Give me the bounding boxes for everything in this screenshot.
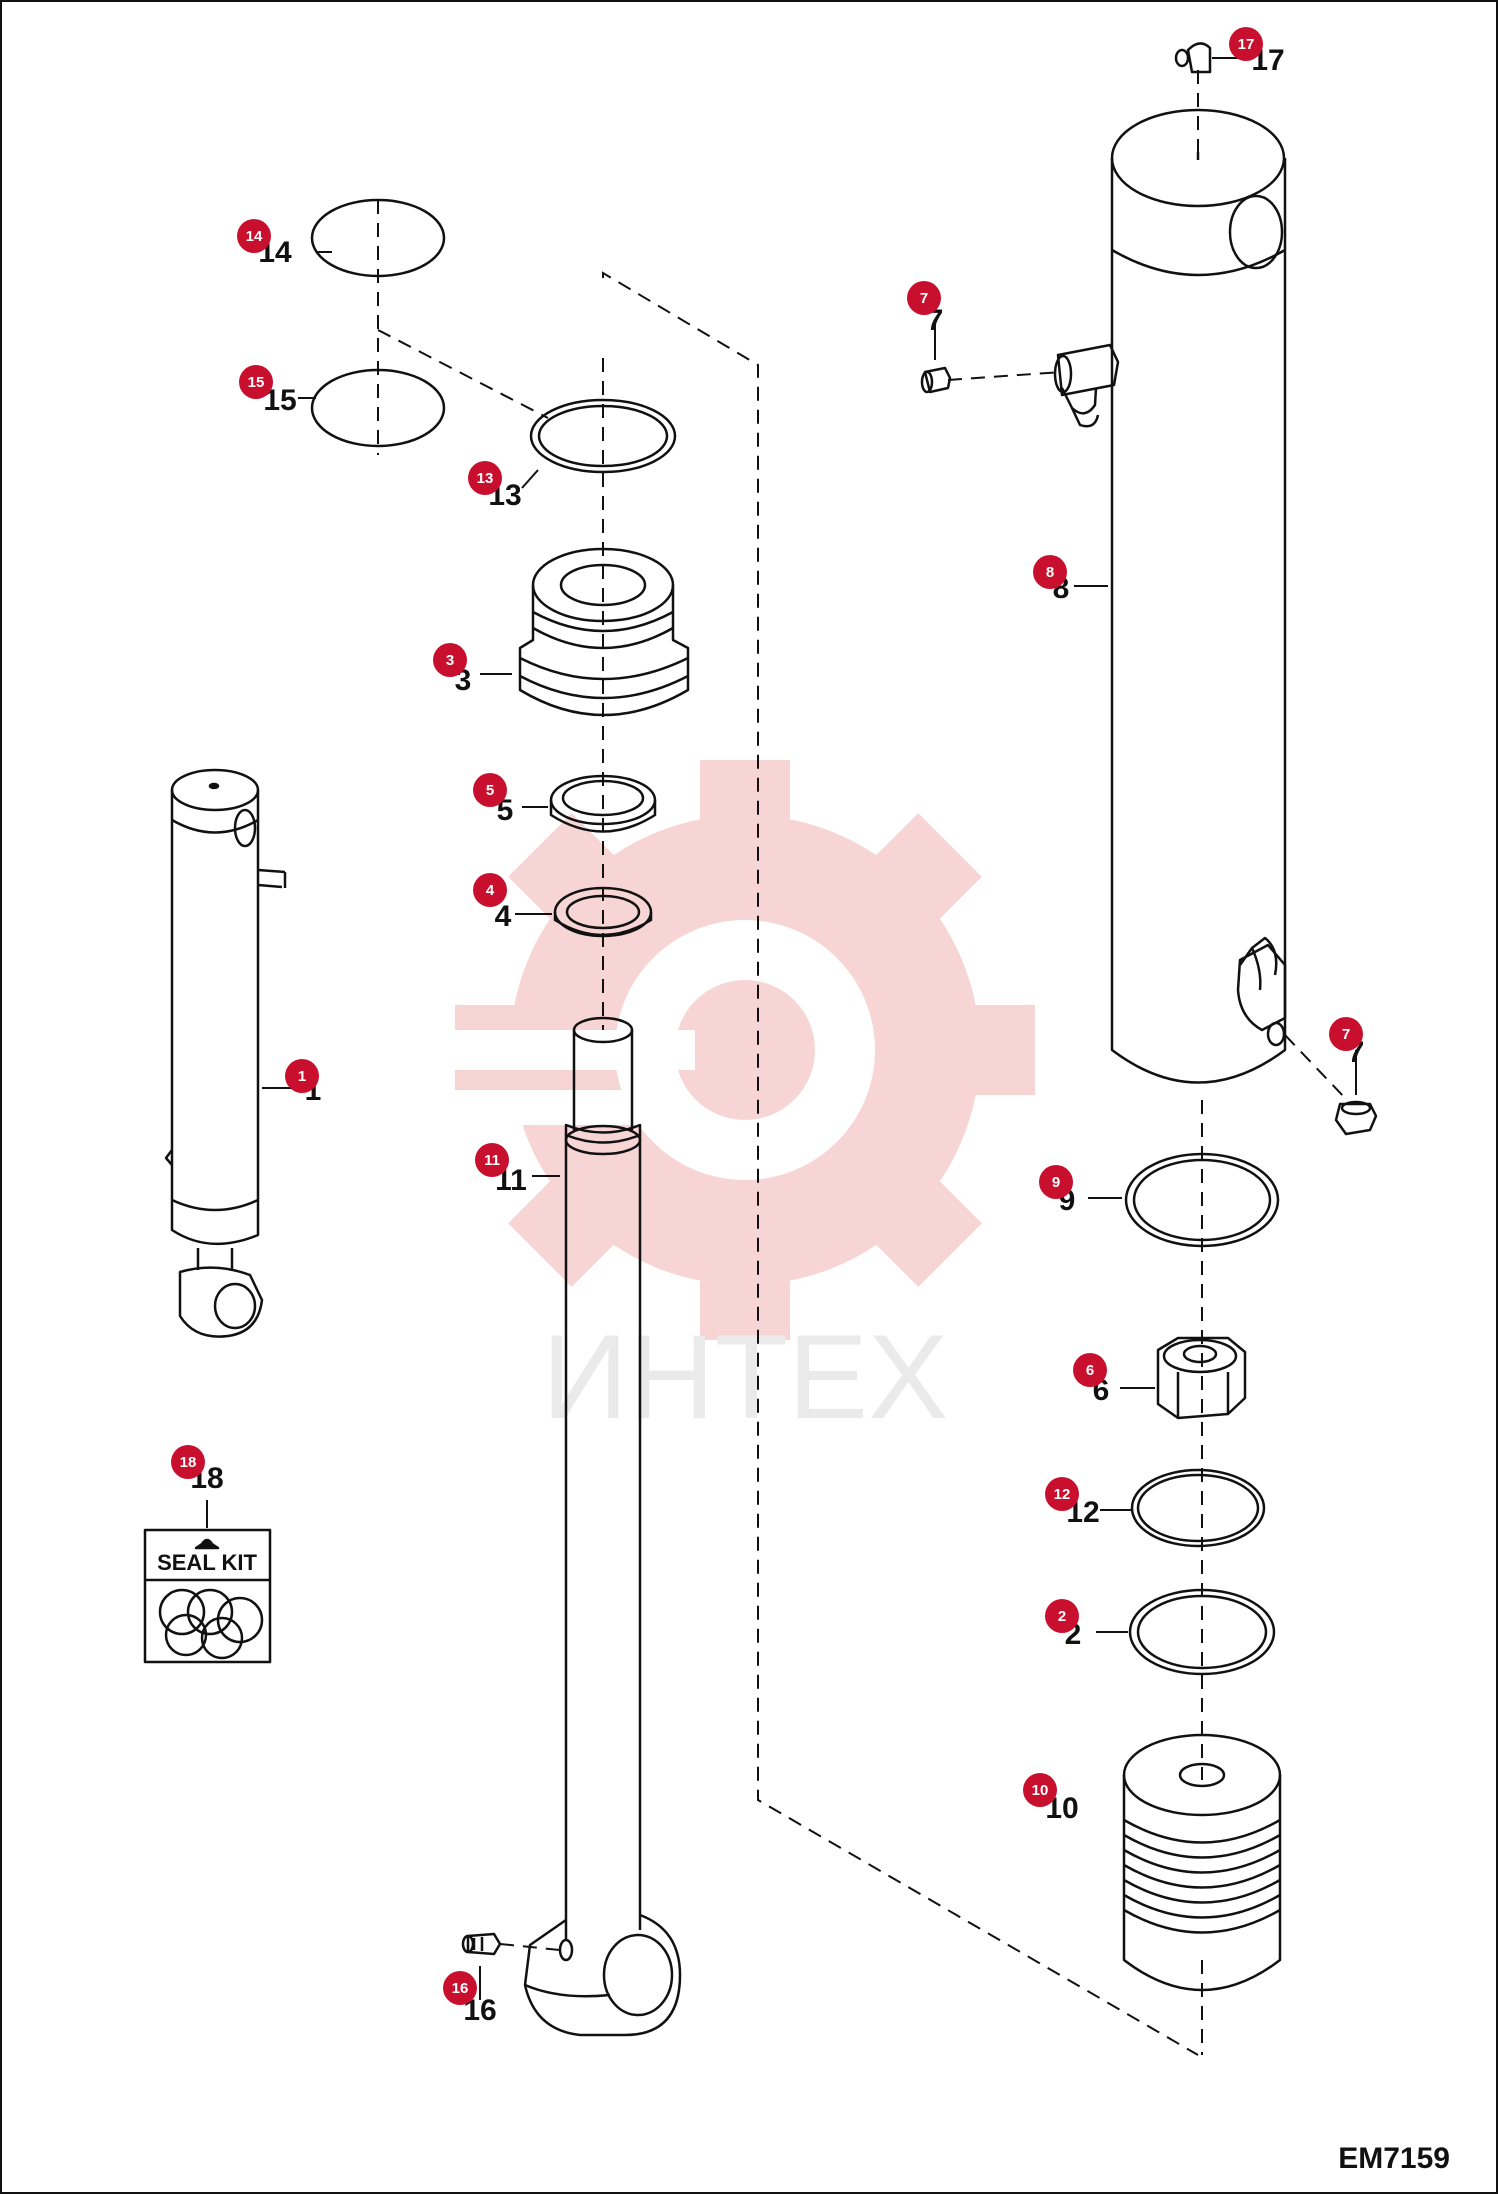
item-number-4: 4	[495, 900, 512, 933]
drawing-code: EM7159	[1338, 2142, 1450, 2175]
callout-12[interactable]: 12	[1045, 1477, 1079, 1511]
callout-9[interactable]: 9	[1039, 1165, 1073, 1199]
callout-markers: 1 14 15 13 3 5 4 11 16 18 17 7 8 7 9 6 1…	[171, 27, 1363, 2005]
svg-text:9: 9	[1052, 1174, 1060, 1191]
o-ring-12-illustration	[1130, 1468, 1266, 1548]
callout-13[interactable]: 13	[468, 461, 502, 495]
svg-text:15: 15	[248, 374, 265, 391]
svg-text:12: 12	[1054, 1486, 1071, 1503]
callout-7-lower[interactable]: 7	[1329, 1017, 1363, 1051]
o-ring-13-illustration	[529, 398, 677, 474]
rod-11-illustration	[523, 1016, 682, 2037]
callout-1[interactable]: 1	[285, 1059, 319, 1093]
svg-text:1: 1	[298, 1068, 306, 1085]
callout-3[interactable]: 3	[433, 643, 467, 677]
watermark-logo: ИНТЕХ	[445, 760, 1035, 1444]
svg-text:7: 7	[1342, 1026, 1350, 1043]
svg-text:14: 14	[246, 228, 263, 245]
svg-text:11: 11	[484, 1152, 500, 1169]
svg-text:13: 13	[477, 470, 494, 487]
callout-16[interactable]: 16	[443, 1971, 477, 2005]
grease-fitting-16-illustration	[461, 1932, 502, 1956]
cylinder-assembly-illustration	[164, 768, 287, 1338]
callout-7-upper[interactable]: 7	[907, 281, 941, 315]
watermark-text: ИНТЕХ	[542, 1310, 948, 1444]
assembly-center-lines	[377, 70, 1346, 2056]
svg-text:17: 17	[1238, 36, 1255, 53]
svg-text:16: 16	[452, 1980, 469, 1997]
grease-fitting-17-illustration	[1174, 42, 1212, 74]
svg-text:10: 10	[1032, 1782, 1049, 1799]
piston-10-illustration	[1122, 1733, 1282, 1992]
svg-text:4: 4	[486, 882, 495, 899]
callout-2[interactable]: 2	[1045, 1599, 1079, 1633]
plug-7-upper-illustration	[920, 366, 952, 394]
callout-11[interactable]: 11	[475, 1143, 509, 1177]
svg-text:18: 18	[180, 1454, 197, 1471]
callout-15[interactable]: 15	[239, 365, 273, 399]
callout-6[interactable]: 6	[1073, 1353, 1107, 1387]
svg-text:3: 3	[446, 652, 454, 669]
plug-7-lower-illustration	[1334, 1100, 1378, 1136]
svg-text:5: 5	[486, 782, 494, 799]
svg-text:6: 6	[1086, 1362, 1094, 1379]
callout-14[interactable]: 14	[237, 219, 271, 253]
svg-text:2: 2	[1058, 1608, 1066, 1625]
callout-4[interactable]: 4	[473, 873, 507, 907]
nut-6-illustration	[1156, 1336, 1247, 1420]
callout-17[interactable]: 17	[1229, 27, 1263, 61]
svg-text:8: 8	[1046, 564, 1054, 581]
svg-text:7: 7	[920, 290, 928, 307]
callout-8[interactable]: 8	[1033, 555, 1067, 589]
callout-18[interactable]: 18	[171, 1445, 205, 1479]
callout-5[interactable]: 5	[473, 773, 507, 807]
barrel-8-illustration	[1053, 108, 1287, 1084]
seal-kit-label: SEAL KIT	[157, 1550, 257, 1575]
seal-kit-18-illustration	[143, 1528, 272, 1664]
callout-10[interactable]: 10	[1023, 1773, 1057, 1807]
